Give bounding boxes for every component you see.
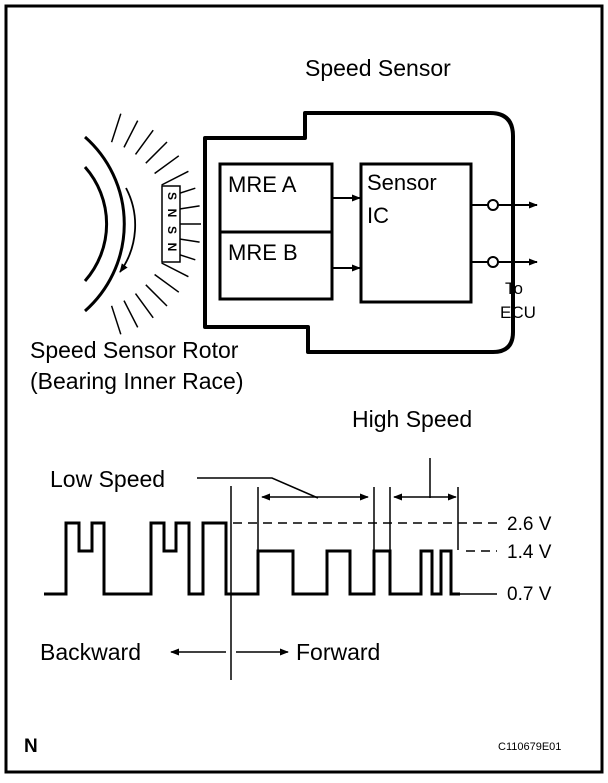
speed-annotation-leaders xyxy=(197,458,431,499)
sensor-ic-block xyxy=(359,162,473,304)
rotor-segment-tick xyxy=(154,155,180,175)
rotor-pole-letter: S xyxy=(165,192,179,200)
level-label-0-7v: 0.7 V xyxy=(507,584,552,605)
mre-a-label: MRE A xyxy=(228,172,297,197)
rotor-pole-letter: S xyxy=(165,226,179,234)
sensor-ic-label-line2: IC xyxy=(367,203,389,228)
rotor-pole-letter: N xyxy=(165,243,179,252)
corner-letter: N xyxy=(24,736,38,757)
output-terminal-2 xyxy=(487,256,499,268)
period-guide-lines xyxy=(257,487,459,594)
rotor-segment-tick xyxy=(110,113,122,143)
pulse-waveform xyxy=(44,521,460,596)
to-ecu-label-line1: To xyxy=(505,279,523,298)
rotor-segment-tick xyxy=(110,305,122,335)
speed-sensor-rotor xyxy=(83,113,201,335)
rotor-segment-tick xyxy=(145,284,168,307)
mre-b-label: MRE B xyxy=(228,240,298,265)
rotor-segment-tick xyxy=(123,300,139,328)
rotor-segment-tick xyxy=(145,141,168,164)
rotor-segment-tick xyxy=(134,129,154,155)
rotation-direction-arrow xyxy=(119,187,137,273)
rotor-segment-tick xyxy=(154,273,180,293)
low-speed-label: Low Speed xyxy=(50,466,165,492)
rotor-segment-tick xyxy=(123,120,139,148)
output-terminal-1 xyxy=(487,199,499,211)
backward-label: Backward xyxy=(40,639,141,665)
level-label-1-4v: 1.4 V xyxy=(507,542,552,563)
rotor-segment-tick xyxy=(161,170,189,186)
forward-label: Forward xyxy=(296,639,380,665)
figure-frame xyxy=(4,4,604,774)
rotor-segment-tick xyxy=(134,293,154,319)
rotor-segment-tick xyxy=(161,262,189,278)
figure-id: C110679E01 xyxy=(498,741,561,753)
speed-sensor-title: Speed Sensor xyxy=(305,55,451,81)
level-label-2-6v: 2.6 V xyxy=(507,514,552,535)
high-speed-label: High Speed xyxy=(352,406,472,432)
to-ecu-label-line2: ECU xyxy=(500,303,536,322)
rotor-label-line2: (Bearing Inner Race) xyxy=(30,368,244,394)
rotor-label-line1: Speed Sensor Rotor xyxy=(30,337,239,363)
sensor-ic-label-line1: Sensor xyxy=(367,170,437,195)
sensor-housing xyxy=(203,111,515,354)
rotor-pole-letter: N xyxy=(165,209,179,218)
